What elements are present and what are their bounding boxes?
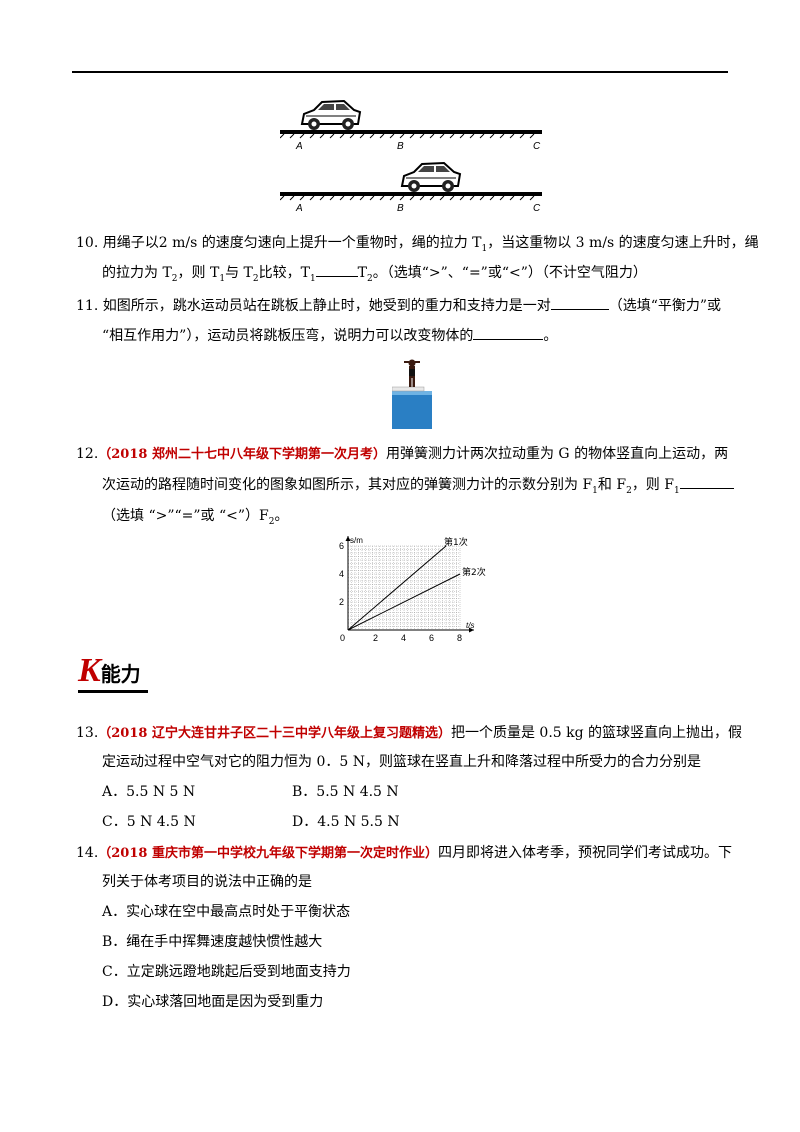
label-a-bottom: A [296,203,303,214]
q14-option-d[interactable]: D．实心球落回地面是因为受到重力 [102,994,324,1010]
q12-line2: 次运动的路程随时间变化的图象如图所示，其对应的弹簧测力计的示数分别为 F1和 F… [102,474,734,501]
y-tick-label: 4 [339,569,344,579]
q13-option-d[interactable]: D．4.5 N 5.5 N [292,814,400,830]
car-icon [400,161,462,192]
q13-option-c[interactable]: C．5 N 4.5 N [102,814,196,830]
label-b-bottom: B [397,203,404,214]
header-rule [72,71,728,73]
series-label: 第1次 [444,536,468,548]
x-tick-label: 2 [373,633,378,643]
question-source: （2018 辽宁大连甘井子区二十三中学八年级上复习题精选） [98,726,451,741]
series-line [347,545,447,631]
q10-line1: 10. 用绳子以2 m/s 的速度匀速向上提升一个重物时，绳的拉力 T1，当这重… [76,235,759,254]
car-motion-figure [280,99,542,201]
x-axis-arrow [469,627,474,633]
label-a-top: A [296,141,303,152]
q14-line2: 列关于体考项目的说法中正确的是 [102,874,312,890]
answer-blank[interactable] [550,295,609,310]
y-axis-label: s/m [350,536,363,545]
q13-option-a[interactable]: A．5.5 N 5 N [102,784,196,800]
q14-option-c[interactable]: C．立定跳远蹬地跳起后受到地面支持力 [102,964,351,980]
answer-blank[interactable] [473,325,544,340]
x-tick-label: 8 [457,633,462,643]
x-tick-label: 6 [429,633,434,643]
section-letter: K [78,652,101,689]
section-heading: K能力 [78,652,148,693]
answer-blank[interactable] [679,474,734,489]
x-axis-label: t/s [466,621,474,630]
y-tick-label: 6 [339,541,344,551]
series-line [347,573,461,631]
x-tick-label: 4 [401,633,406,643]
q14-option-b[interactable]: B．绳在手中挥舞速度越快惯性越大 [102,934,323,950]
section-underline [78,690,148,693]
diver-figure [392,357,432,429]
q14-line1: 14.（2018 重庆市第一中学校九年级下学期第一次定时作业）四月即将进入体考季… [76,845,732,861]
track-bottom [280,192,542,201]
q11-line2: “相互作用力”），运动员将跳板压弯，说明力可以改变物体的。 [102,325,557,346]
q12-line1: 12.（2018 郑州二十七中八年级下学期第一次月考）用弹簧测力计两次拉动重为 … [76,446,729,462]
question-source: （2018 郑州二十七中八年级下学期第一次月考） [98,447,386,462]
label-c-bottom: C [533,203,541,214]
car-icon [300,99,362,130]
answer-blank[interactable] [315,262,358,277]
label-c-top: C [533,141,541,152]
q14-option-a[interactable]: A．实心球在空中最高点时处于平衡状态 [102,904,351,920]
x-tick-label: 0 [340,633,345,643]
label-b-top: B [397,141,404,152]
section-title: 能力 [100,662,141,686]
series-label: 第2次 [462,566,486,578]
q13-line1: 13.（2018 辽宁大连甘井子区二十三中学八年级上复习题精选）把一个质量是 0… [76,725,743,741]
question-source: （2018 重庆市第一中学校九年级下学期第一次定时作业） [98,846,438,861]
y-tick-label: 2 [339,597,344,607]
q13-option-b[interactable]: B．5.5 N 4.5 N [292,784,399,800]
q13-line2: 定运动过程中空气对它的阻力恒为 0．5 N，则篮球在竖直上升和降落过程中所受力的… [102,754,701,770]
q11-line1: 11. 如图所示，跳水运动员站在跳板上静止时，她受到的重力和支持力是一对（选填“… [76,295,721,316]
y-axis-arrow [345,536,351,541]
track-top [280,130,542,139]
q12-line3: （选填 “>”“=”或 “<”）F2。 [102,508,289,527]
